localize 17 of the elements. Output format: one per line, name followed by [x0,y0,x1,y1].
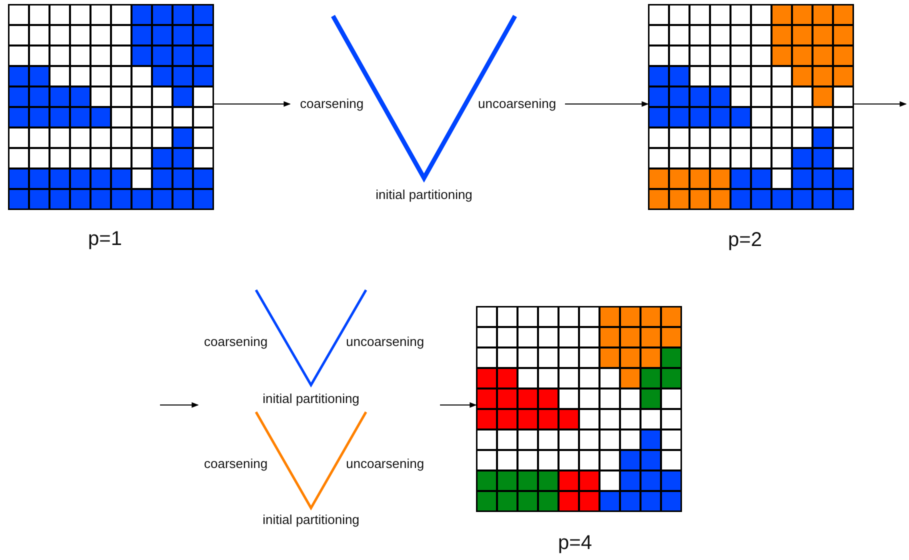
phase-label: initial partitioning [262,512,360,527]
arrow [440,402,477,408]
phase-label: coarsening [300,96,364,111]
arrow [214,101,291,107]
arrow [854,101,907,107]
partition-count-label: p=2 [728,229,762,252]
phase-label: uncoarsening [346,456,424,471]
phase-label: initial partitioning [376,187,472,202]
partition-count-label: p=4 [558,532,592,555]
arrow [564,101,649,107]
phase-label: initial partitioning [262,391,360,406]
phase-label: uncoarsening [346,334,424,349]
arrow [160,402,199,408]
partition-count-label: p=1 [88,228,122,251]
phase-label: coarsening [204,334,268,349]
phase-label: coarsening [204,456,268,471]
phase-label: uncoarsening [478,96,556,111]
